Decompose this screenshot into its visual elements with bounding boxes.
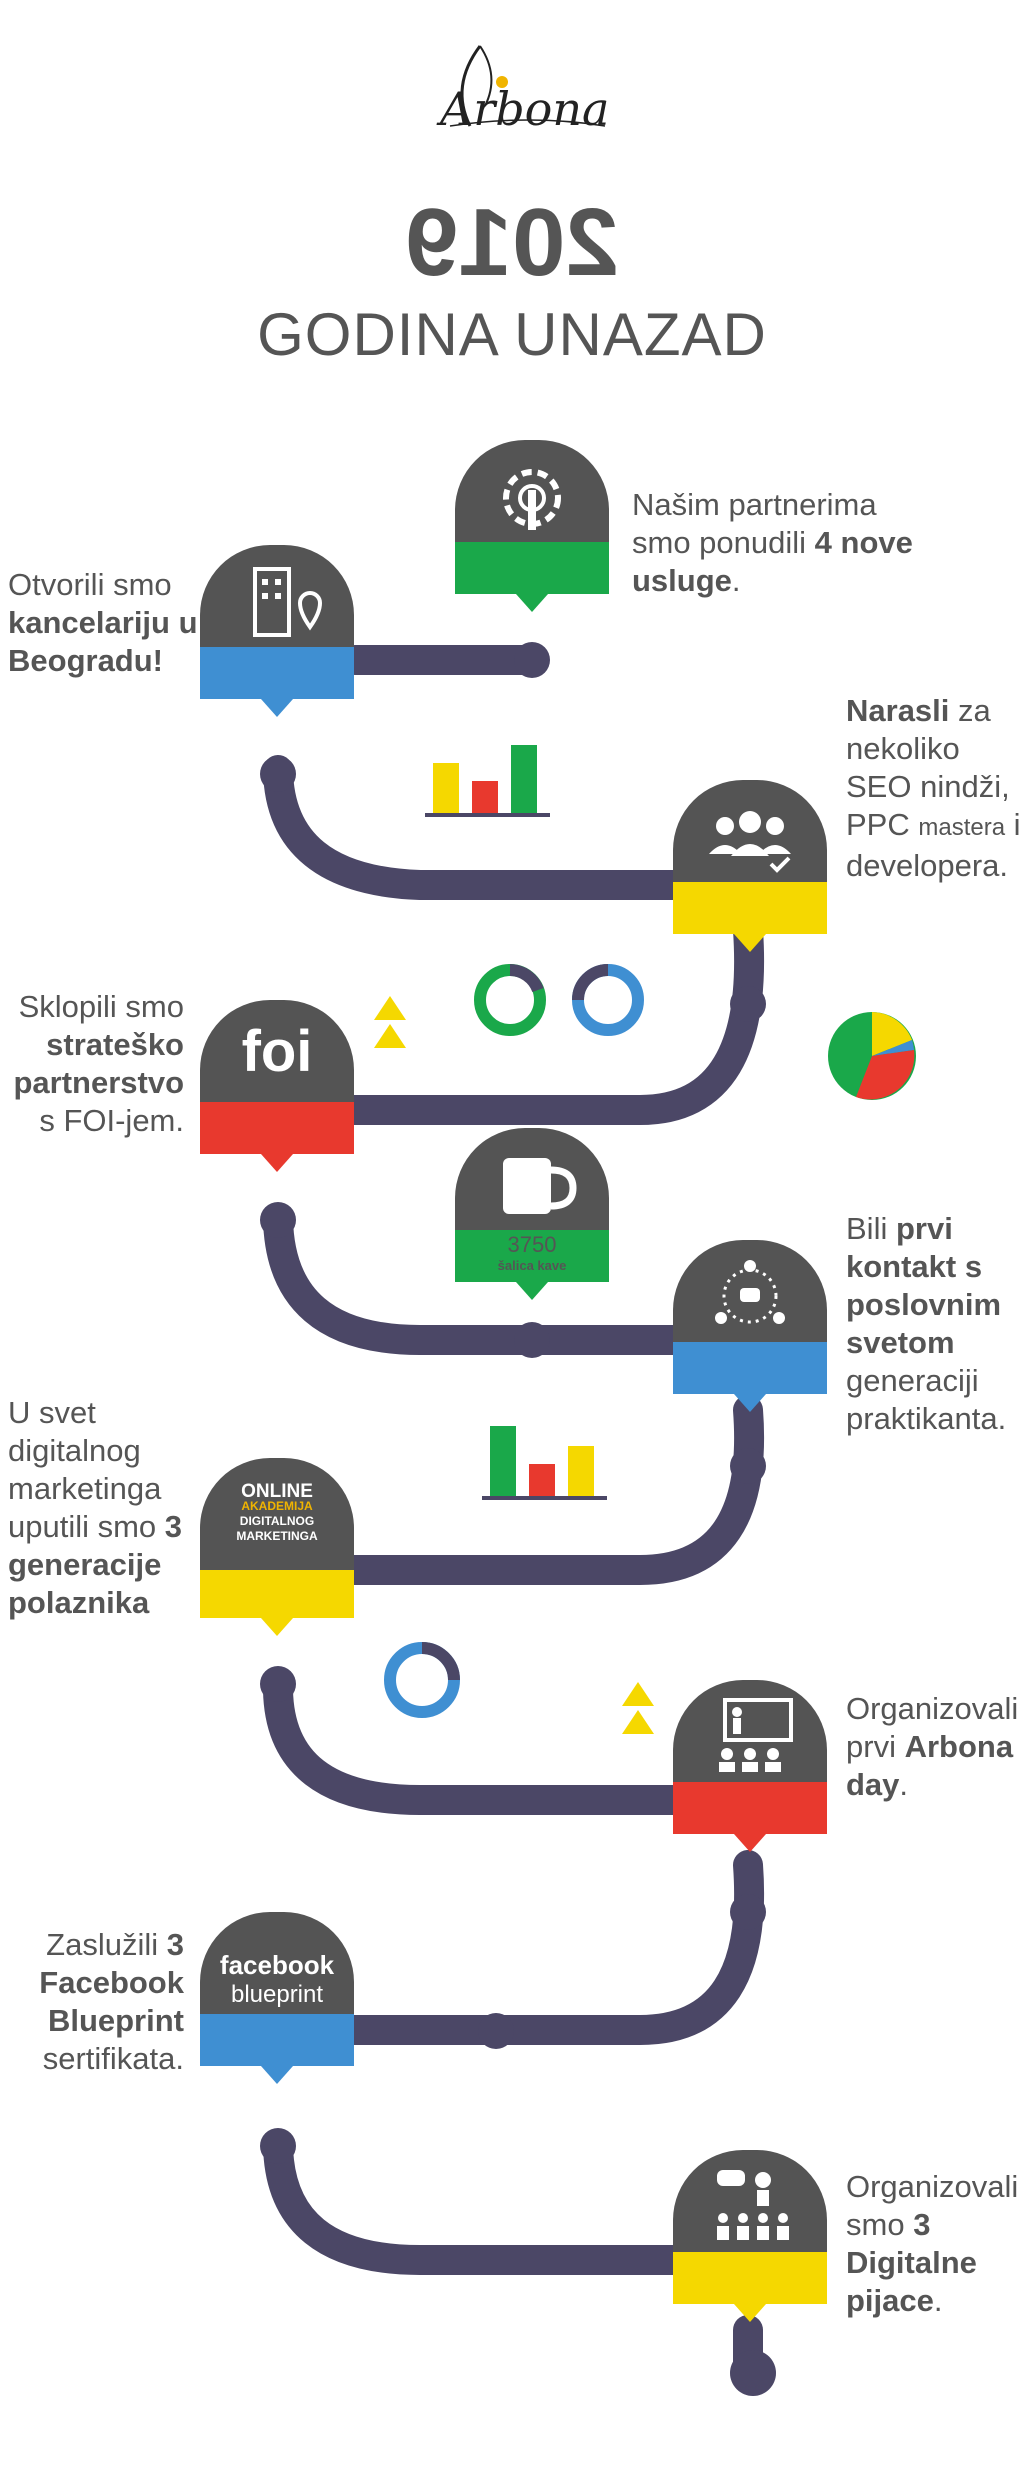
academy-logo: ONLINE AKADEMIJA DIGITALNOG MARKETINGA xyxy=(236,1481,318,1543)
logo-wordmark: Arbona xyxy=(440,82,610,136)
presentation-icon xyxy=(719,1698,793,1772)
foi-logo: foi xyxy=(241,1019,313,1084)
decor-bar-chart xyxy=(425,745,550,817)
badge-markets xyxy=(673,2150,827,2322)
milestone-arbona-day: Organizovali prvi Arbona day. xyxy=(846,1691,1019,1802)
badge-business xyxy=(673,1240,827,1412)
path-dot xyxy=(478,2013,514,2049)
decor-donut xyxy=(474,964,546,1036)
badge-academy: ONLINE AKADEMIJA DIGITALNOG MARKETINGA xyxy=(200,1458,354,1636)
team-check-icon xyxy=(709,811,791,873)
badge-services xyxy=(455,440,609,612)
facebook-blueprint-logo: facebook blueprint xyxy=(219,1950,335,2008)
path-dot xyxy=(730,986,766,1022)
speaker-audience-icon xyxy=(717,2170,789,2240)
milestone-services: Našim partnerima smo ponudili 4 nove usl… xyxy=(632,487,913,598)
milestone-foi: Sklopili smo strateško partnerstvo s FOI… xyxy=(13,989,184,1138)
network-people-icon xyxy=(715,1260,785,1324)
decor-triangles xyxy=(374,996,406,1048)
decor-triangles xyxy=(622,1682,654,1734)
building-location-icon xyxy=(253,567,323,637)
gear-wrench-icon xyxy=(503,469,561,530)
path-dot xyxy=(514,1322,550,1358)
milestone-markets: Organizovali smo 3 Digitalne pijace. xyxy=(846,2169,1019,2318)
decor-donut xyxy=(384,1642,460,1718)
subtitle: GODINA UNAZAD xyxy=(257,301,767,368)
path-dot xyxy=(730,1448,766,1484)
badge-facebook: facebook blueprint xyxy=(200,1912,354,2084)
path-dot xyxy=(260,2128,296,2164)
badge-foi: foi xyxy=(200,1000,354,1172)
coffee-label: šalica kave xyxy=(497,1258,567,1273)
logo: Arbona xyxy=(410,26,610,146)
badge-arbona-day xyxy=(673,1680,827,1852)
milestone-academy: U svet digitalnog marketinga uputili smo… xyxy=(8,1395,183,1620)
badge-team xyxy=(673,780,827,952)
logo-sail-icon xyxy=(449,45,606,127)
path-dot xyxy=(514,642,550,678)
coffee-count: 3750 xyxy=(507,1232,557,1257)
badge-office xyxy=(200,545,354,717)
path-dot xyxy=(730,1894,766,1930)
decor-donut xyxy=(572,964,644,1036)
badge-coffee: 3750 šalica kave xyxy=(455,1128,609,1300)
path-dot xyxy=(260,756,296,792)
path-dot xyxy=(260,1666,296,1702)
milestone-business: Bili prvi kontakt s poslovnim svetom gen… xyxy=(846,1211,1007,1436)
path-dot xyxy=(260,1202,296,1238)
decor-bar-chart xyxy=(482,1426,607,1500)
path-dot xyxy=(730,2350,776,2396)
coffee-mug-icon xyxy=(503,1158,577,1214)
decor-pie xyxy=(828,1012,916,1100)
milestone-office: Otvorili smo kancelariju u Beogradu! xyxy=(8,567,198,678)
milestone-team: Narasli za nekoliko SEO nindži, PPC mast… xyxy=(846,693,1021,883)
milestone-facebook: Zaslužili 3 Facebook Blueprint sertifika… xyxy=(39,1927,184,2076)
